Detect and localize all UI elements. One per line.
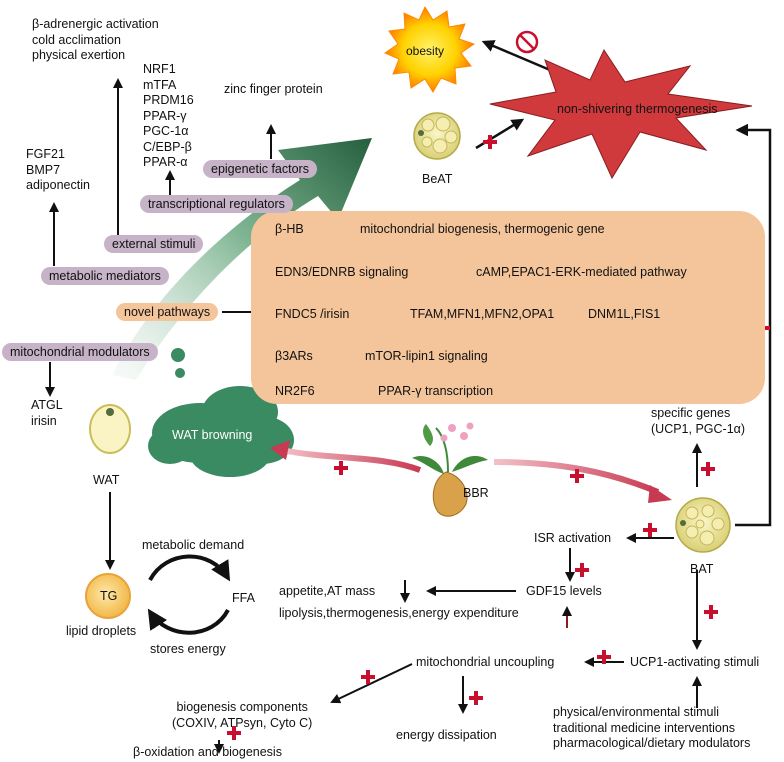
ucp1-source-item: pharmacological/dietary modulators [553,736,751,750]
bhb-effect: mitochondrial biogenesis, thermogenic ge… [360,222,605,236]
wat-label: WAT [93,473,120,487]
mitochondrial-modulators-pill: mitochondrial modulators [2,343,158,361]
edn-label: EDN3/EDNRB signaling [275,265,409,279]
tf-item: PRDM16 [143,93,194,107]
gdf15-label: GDF15 levels [526,584,602,598]
tf-item: PPAR-γ [143,108,187,123]
metabolic-demand-label: metabolic demand [142,538,245,552]
metabolic-factor-item: BMP7 [26,162,61,177]
b3ars-label: β3ARs [275,349,313,363]
stimulus-item: cold acclimation [32,32,121,47]
stimuli-list: β-adrenergic activation cold acclimation… [32,17,159,64]
ucp1-source-item: physical/environmental stimuli [553,705,720,719]
novel-pathways-panel [251,211,765,404]
energy-dissipation-label: energy dissipation [396,728,497,742]
stimulus-item: β-adrenergic activation [32,17,159,31]
bhb-label: β-HB [275,222,304,236]
tf-item: PGC-1α [143,124,189,138]
biogenesis-line: biogenesis components [176,700,308,714]
tf-item: mTFA [143,77,177,92]
wat-cell [89,404,131,454]
specific-genes-line: (UCP1, PGC-1α) [651,421,746,436]
tg-label: TG [100,589,118,603]
b3ars-effect: mTOR-lipin1 signaling [365,349,488,363]
tf-item: NRF1 [143,62,176,76]
beat-cell [413,112,461,160]
metabolic-factor-item: FGF21 [26,147,65,161]
transcription-factor-list: NRF1 mTFA PRDM16 PPAR-γ PGC-1α C/EBP-β P… [143,62,194,171]
metabolic-factor-item: adiponectin [26,178,90,192]
beta-oxidation-label: β-oxidation and biogenesis [133,745,282,759]
specific-genes-line: specific genes [651,406,731,420]
bat-cell [675,497,731,553]
novel-pathways-pill: novel pathways [116,303,219,321]
obesity-burst [383,5,476,93]
zinc-finger-label: zinc finger protein [224,82,323,96]
biogenesis-line: (COXIV, ATPsyn, Cyto C) [172,715,313,730]
thermogenesis-label: non-shivering thermogenesis [557,102,718,116]
beat-label: BeAT [422,172,453,186]
nr2f6-effect: PPAR-γ transcription [378,384,494,398]
wat-browning-cloud [148,348,294,477]
fndc-up-effect: TFAM,MFN1,MFN2,OPA1 [410,307,555,321]
biogenesis-components-label: biogenesis components (COXIV, ATPsyn, Cy… [172,700,312,731]
bbr-label: BBR [463,486,489,500]
nr2f6-label: NR2F6 [275,384,315,398]
mitochondrial-uncoupling-label: mitochondrial uncoupling [416,655,555,669]
transcriptional-regulators-pill: transcriptional regulators [140,195,293,213]
thermogenesis-burst [489,48,753,180]
epigenetic-factors-pill: epigenetic factors [203,160,317,178]
tf-item: PPAR-α [143,155,188,169]
atgl-item: ATGL [31,398,63,412]
lipolysis-label: lipolysis,thermogenesis,energy expenditu… [279,606,519,620]
isr-activation-label: ISR activation [534,531,612,545]
stimulus-item: physical exertion [32,48,126,62]
stores-energy-label: stores energy [150,642,226,656]
specific-genes-label: specific genes (UCP1, PGC-1α) [651,406,745,437]
ffa-label: FFA [232,591,255,605]
metabolic-factor-list: FGF21 BMP7 adiponectin [26,147,90,194]
obesity-label: obesity [406,44,445,58]
fndc-down-effect: DNM1L,FIS1 [588,307,661,321]
ucp1-sources-list: physical/environmental stimuli tradition… [553,705,750,752]
bat-label: BAT [690,562,714,576]
ucp1-stimuli-label: UCP1-activating stimuli [630,655,760,669]
ucp1-source-item: traditional medicine interventions [553,720,736,735]
lipid-droplets-label: lipid droplets [66,624,137,638]
external-stimuli-pill: external stimuli [104,235,204,253]
metabolic-mediators-pill: metabolic mediators [41,267,169,285]
atgl-irisin-list: ATGL irisin [31,398,63,429]
edn-effect: cAMP,EPAC1-ERK-mediated pathway [476,265,687,279]
appetite-label: appetite,AT mass [279,584,376,598]
tf-item: C/EBP-β [143,139,192,154]
fndc-label: FNDC5 /irisin [275,307,350,321]
bbr-plant [412,422,488,517]
wat-browning-label: WAT browning [172,428,253,442]
atgl-item: irisin [31,413,57,428]
